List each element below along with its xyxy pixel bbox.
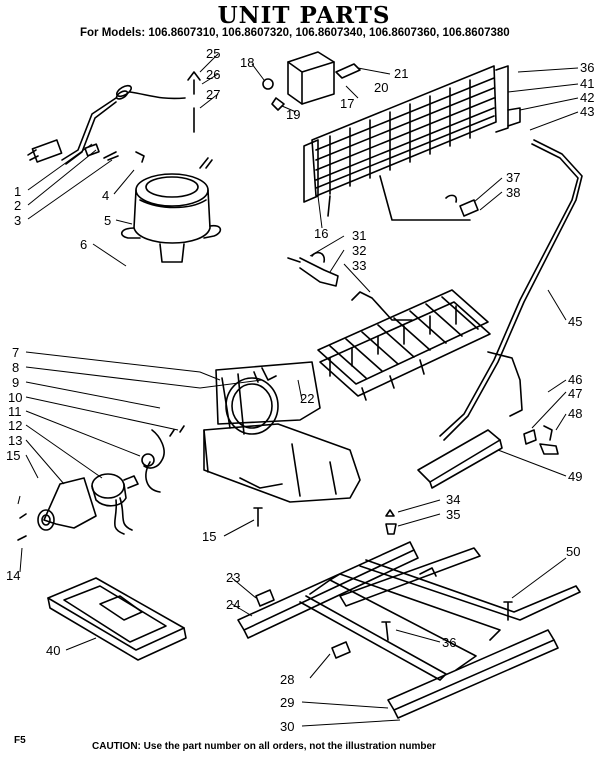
callout-31: 31 bbox=[352, 228, 366, 243]
callout-37: 37 bbox=[506, 170, 520, 185]
callout-15a: 15 bbox=[6, 448, 20, 463]
drip-tray-illustration bbox=[47, 577, 187, 661]
callout-5: 5 bbox=[104, 213, 111, 228]
page-code: F5 bbox=[14, 735, 26, 746]
callout-11: 11 bbox=[8, 404, 22, 419]
drain-trough-illustration bbox=[417, 425, 559, 489]
callout-20: 20 bbox=[374, 80, 388, 95]
callout-41: 41 bbox=[580, 76, 594, 91]
screws-illustration bbox=[253, 507, 397, 535]
callout-25: 25 bbox=[206, 46, 220, 61]
callout-48: 48 bbox=[568, 406, 582, 421]
callout-30: 30 bbox=[280, 719, 294, 734]
callout-45: 45 bbox=[568, 314, 582, 329]
caution-note: CAUTION: Use the part number on all orde… bbox=[92, 741, 436, 752]
callout-4: 4 bbox=[102, 188, 109, 203]
callout-16: 16 bbox=[314, 226, 328, 241]
diagram-title: UNIT PARTS bbox=[217, 2, 391, 29]
callout-28: 28 bbox=[280, 672, 294, 687]
callout-46: 46 bbox=[568, 372, 582, 387]
callout-8: 8 bbox=[12, 360, 19, 375]
callout-23: 23 bbox=[226, 570, 240, 585]
callout-10: 10 bbox=[8, 390, 22, 405]
callout-18: 18 bbox=[240, 55, 254, 70]
callout-27: 27 bbox=[206, 87, 220, 102]
callout-50: 50 bbox=[566, 544, 580, 559]
callout-3: 3 bbox=[14, 213, 21, 228]
compressor-illustration bbox=[121, 151, 222, 263]
callout-32: 32 bbox=[352, 243, 366, 258]
callout-49: 49 bbox=[568, 469, 582, 484]
callout-numbers: 1 2 3 4 5 6 7 8 9 10 11 12 13 14 15 15 1… bbox=[6, 46, 594, 734]
callout-36a: 36 bbox=[580, 60, 594, 75]
callout-12: 12 bbox=[8, 418, 22, 433]
power-cord-illustration bbox=[27, 84, 186, 165]
callout-42: 42 bbox=[580, 90, 594, 105]
callout-33: 33 bbox=[352, 258, 366, 273]
fan-shroud-illustration bbox=[203, 361, 361, 503]
condenser-illustration bbox=[303, 65, 521, 221]
callout-26: 26 bbox=[206, 67, 220, 82]
callout-2: 2 bbox=[14, 198, 21, 213]
callout-13: 13 bbox=[8, 433, 22, 448]
callout-22: 22 bbox=[300, 391, 314, 406]
callout-43: 43 bbox=[580, 104, 594, 119]
frame-rails-illustration bbox=[237, 541, 581, 719]
callout-38: 38 bbox=[506, 185, 520, 200]
callout-29: 29 bbox=[280, 695, 294, 710]
callout-1: 1 bbox=[14, 184, 21, 199]
callout-17: 17 bbox=[340, 96, 354, 111]
drain-tube-illustration bbox=[439, 139, 583, 441]
callout-21: 21 bbox=[394, 66, 408, 81]
callout-14: 14 bbox=[6, 568, 20, 583]
callout-9: 9 bbox=[12, 375, 19, 390]
leader-lines bbox=[17, 53, 579, 727]
model-list: For Models: 106.8607310, 106.8607320, 10… bbox=[80, 27, 510, 39]
callout-24: 24 bbox=[226, 597, 240, 612]
callout-7: 7 bbox=[12, 345, 19, 360]
callout-47: 47 bbox=[568, 386, 582, 401]
callout-36b: 36 bbox=[442, 635, 456, 650]
relay-cover-illustration bbox=[187, 51, 361, 133]
evaporator-illustration bbox=[287, 251, 491, 401]
callout-6: 6 bbox=[80, 237, 87, 252]
callout-19: 19 bbox=[286, 107, 300, 122]
callout-15b: 15 bbox=[202, 529, 216, 544]
fan-motor-illustration bbox=[17, 425, 185, 541]
callout-34: 34 bbox=[446, 492, 460, 507]
callout-40: 40 bbox=[46, 643, 60, 658]
callout-35: 35 bbox=[446, 507, 460, 522]
